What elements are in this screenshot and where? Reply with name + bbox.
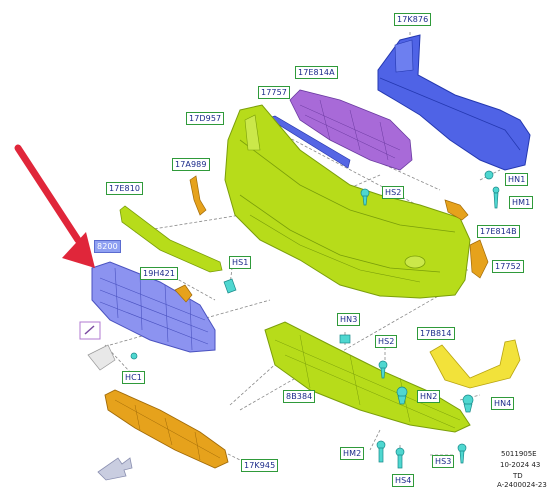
energy-absorber	[289, 89, 413, 171]
footer-ref-1: 5011905E	[501, 450, 537, 458]
label-17E810: 17E810	[106, 182, 144, 195]
label-8200: 8200	[94, 240, 121, 253]
bracket-17A989	[189, 175, 207, 216]
label-8B384: 8B384	[283, 390, 316, 403]
front-direction-icon	[97, 457, 133, 481]
upper-strip	[267, 115, 351, 169]
label-HN3: HN3	[337, 313, 361, 326]
bumper-cover	[224, 104, 471, 299]
label-HS4: HS4	[392, 474, 415, 487]
bracket-19H421	[174, 284, 193, 303]
label-17757: 17757	[258, 86, 290, 99]
label-HM1: HM1	[509, 196, 534, 209]
label-17B814: 17B814	[417, 327, 455, 340]
label-HC1: HC1	[122, 371, 145, 384]
fasteners	[130, 170, 500, 469]
label-HS2-bottom: HS2	[375, 335, 398, 348]
label-HN4: HN4	[491, 397, 515, 410]
label-HN1: HN1	[505, 173, 529, 186]
label-17E814B: 17E814B	[477, 225, 520, 238]
pen-icon	[84, 325, 95, 335]
label-HS1: HS1	[229, 256, 252, 269]
label-17K945: 17K945	[241, 459, 279, 472]
label-17D957: 17D957	[186, 112, 225, 125]
label-HS3: HS3	[432, 455, 455, 468]
trim-17B814	[429, 339, 521, 389]
label-HS2-top: HS2	[382, 186, 405, 199]
label-HM2: HM2	[340, 447, 365, 460]
label-HN2: HN2	[417, 390, 441, 403]
footer-ref-4: A-2400024-23	[497, 481, 547, 489]
footer-ref-3: TD	[513, 472, 523, 480]
lower-grille-strip	[119, 205, 223, 273]
red-arrow-icon	[14, 144, 95, 268]
bracket-17E814B	[444, 199, 469, 221]
footer-ref-2: 10-2024 43	[500, 461, 541, 469]
label-17K876: 17K876	[394, 13, 432, 26]
label-17752: 17752	[492, 260, 524, 273]
bracket-17752	[469, 239, 489, 279]
label-17E814A: 17E814A	[295, 66, 338, 79]
label-17A989: 17A989	[172, 158, 210, 171]
label-19H421: 19H421	[140, 267, 179, 280]
bumper-beam	[377, 34, 531, 171]
orange-deflector	[104, 389, 229, 469]
cover-plug	[87, 344, 116, 371]
